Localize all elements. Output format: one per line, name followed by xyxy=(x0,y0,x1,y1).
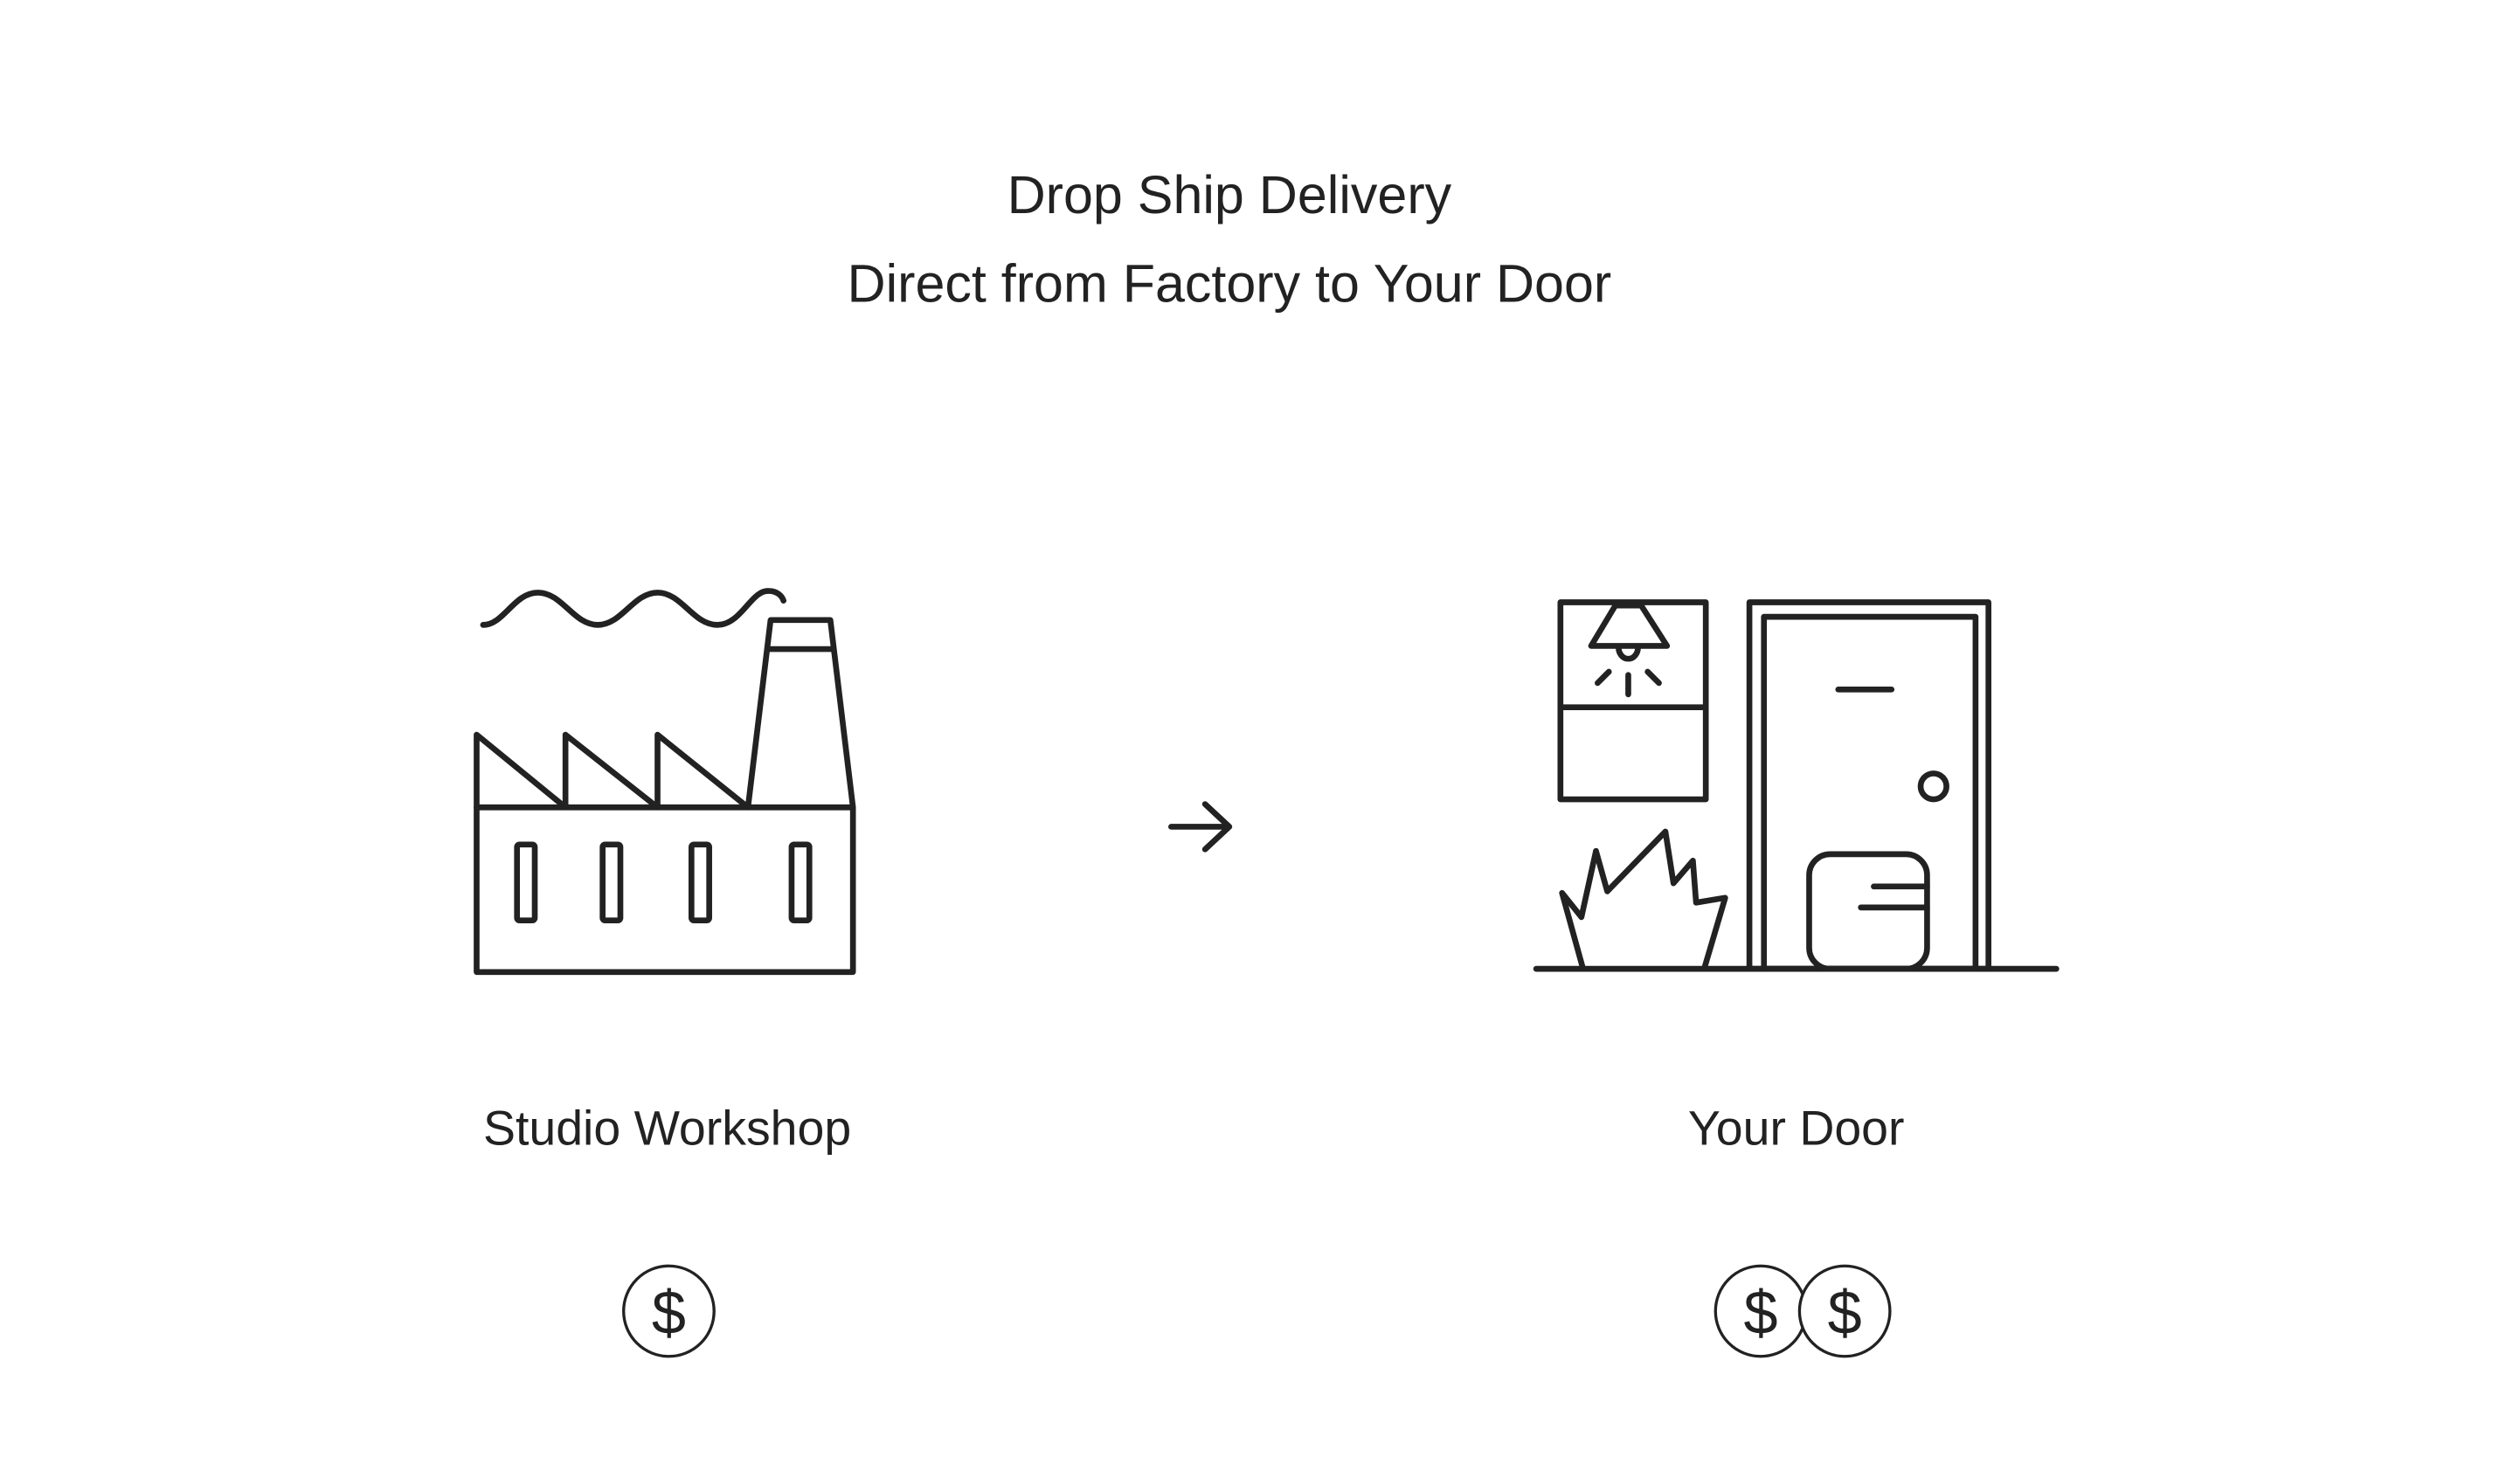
dollar-coin-icon: $ xyxy=(1797,1264,1892,1358)
plant-icon xyxy=(1559,828,1728,972)
stage-label-studio-workshop: Studio Workshop xyxy=(483,1102,851,1156)
dollar-coin-icon: $ xyxy=(622,1264,716,1358)
front-door-icon xyxy=(1533,599,2060,972)
diagram-title: Drop Ship Delivery xyxy=(1007,165,1452,224)
svg-text:$: $ xyxy=(1828,1278,1862,1347)
cost-indicator-studio: $ xyxy=(622,1264,716,1358)
package-icon xyxy=(1806,851,1930,972)
factory-icon xyxy=(474,588,856,976)
cost-indicator-door: $ $ xyxy=(1713,1264,1892,1358)
stage-label-your-door: Your Door xyxy=(1688,1102,1905,1156)
dollar-coin-icon: $ xyxy=(1713,1264,1808,1358)
svg-text:$: $ xyxy=(652,1278,686,1347)
diagram-subtitle: Direct from Factory to Your Door xyxy=(848,254,1612,314)
svg-text:$: $ xyxy=(1744,1278,1778,1347)
lamp-icon xyxy=(1588,602,1671,698)
arrow-right-icon xyxy=(1168,801,1233,853)
